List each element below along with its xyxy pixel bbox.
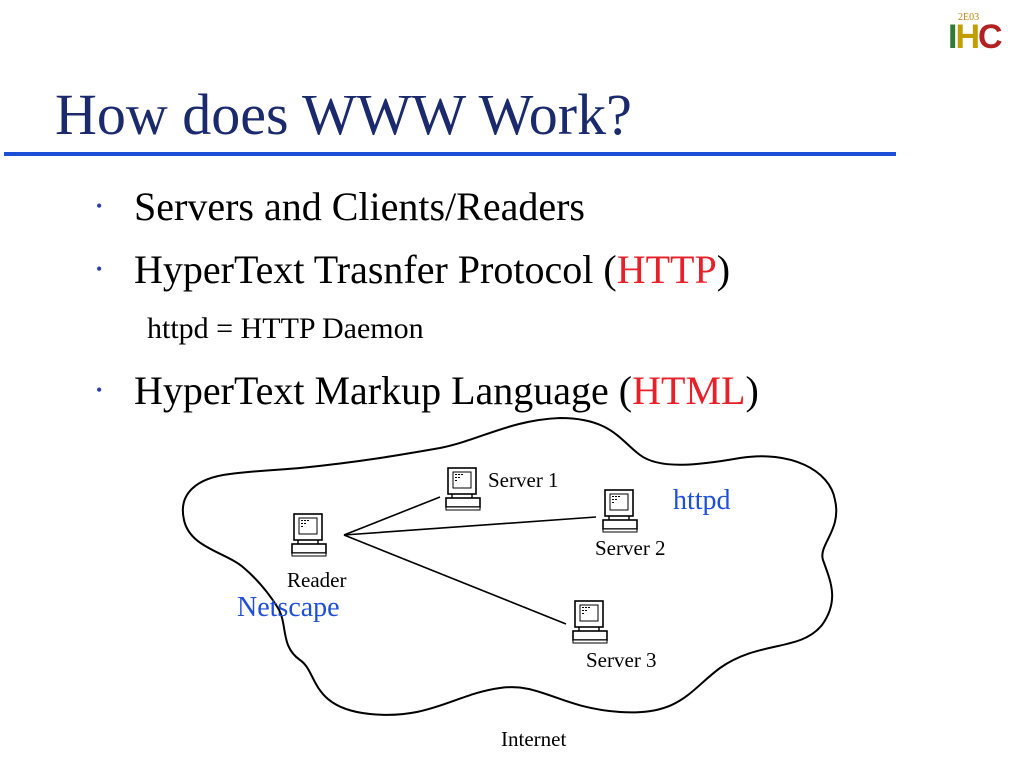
logo-letter-h: H xyxy=(955,18,980,56)
bullet-text: HyperText Trasnfer Protocol (HTTP) xyxy=(134,247,730,293)
bullet-text-main: HyperText Markup Language ( xyxy=(134,368,633,413)
bullet-text: HyperText Markup Language (HTML) xyxy=(134,368,759,414)
bullet-text-end: ) xyxy=(716,247,731,292)
slide-title: How does WWW Work? xyxy=(55,82,632,147)
link-reader-server3 xyxy=(343,534,567,625)
sub-bullet-item: httpd = HTTP Daemon xyxy=(147,311,424,347)
server1-computer-icon xyxy=(445,467,481,511)
server2-computer-icon xyxy=(602,489,638,533)
bullet-dot: • xyxy=(96,380,103,400)
logo-letter-i: I xyxy=(948,18,958,56)
reader-software-label: Netscape xyxy=(237,592,340,623)
bullet-text-end: ) xyxy=(745,368,759,413)
link-reader-server2 xyxy=(343,516,597,536)
logo-letters: IHC xyxy=(948,18,1003,56)
internet-cloud xyxy=(181,416,838,716)
server2-label: Server 2 xyxy=(595,536,666,560)
title-underline xyxy=(4,152,896,156)
sub-bullet-text: httpd = HTTP Daemon xyxy=(147,312,424,345)
server3-label: Server 3 xyxy=(586,648,657,672)
bullet-highlight: HTML xyxy=(632,368,746,413)
bullet-highlight: HTTP xyxy=(616,247,717,292)
logo: 2E03 IHC xyxy=(948,10,1008,58)
bullet-text: Servers and Clients/Readers xyxy=(134,184,585,230)
internet-label: Internet xyxy=(501,727,566,751)
bullet-text-main: Servers and Clients/Readers xyxy=(134,184,585,229)
server3-computer-icon xyxy=(572,600,608,644)
server-software-label: httpd xyxy=(673,485,731,516)
server1-label: Server 1 xyxy=(488,468,559,492)
bullet-dot: • xyxy=(96,196,103,216)
reader-computer-icon xyxy=(291,513,327,557)
reader-label: Reader xyxy=(287,568,346,592)
bullet-dot: • xyxy=(96,259,103,279)
bullet-text-main: HyperText Trasnfer Protocol ( xyxy=(134,247,617,292)
link-reader-server1 xyxy=(343,496,441,536)
logo-small-text: 2E03 xyxy=(958,12,980,23)
logo-letter-c: C xyxy=(978,18,1003,56)
